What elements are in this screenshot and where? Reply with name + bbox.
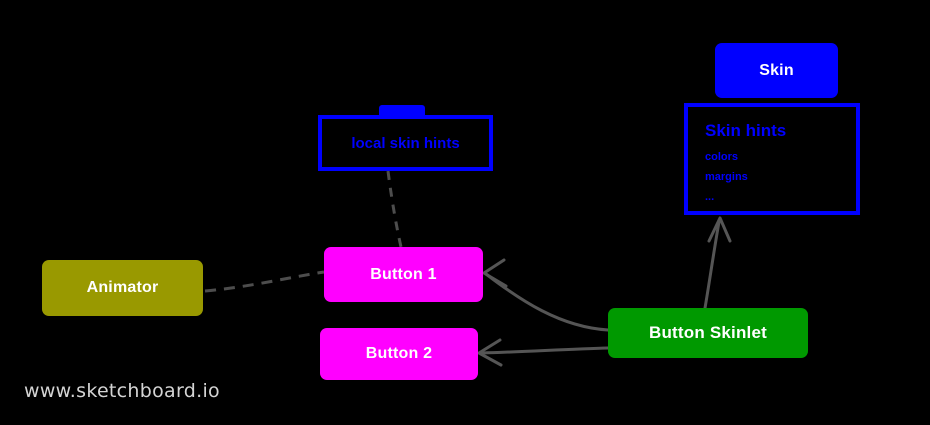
node-skin-hints-title: Skin hints bbox=[705, 121, 787, 140]
node-skin[interactable]: Skin bbox=[715, 43, 838, 98]
node-button-skinlet-label: Button Skinlet bbox=[648, 323, 767, 342]
node-skin-hints[interactable]: Skin hints colors margins ... bbox=[684, 103, 860, 215]
node-button-1[interactable]: Button 1 bbox=[324, 247, 483, 302]
node-local-skin-hints[interactable]: local skin hints bbox=[318, 115, 493, 171]
node-skin-hints-item-margins: margins bbox=[705, 171, 748, 183]
edge-button-skinlet-to-skin-hints-arrowhead bbox=[707, 216, 732, 243]
node-button-2[interactable]: Button 2 bbox=[320, 328, 478, 380]
node-button-1-label: Button 1 bbox=[370, 265, 437, 283]
edge-animator-to-button-1 bbox=[204, 270, 325, 293]
edge-button-skinlet-to-button-1-arrowhead bbox=[482, 258, 508, 288]
node-animator[interactable]: Animator bbox=[42, 260, 203, 316]
edge-local-skin-hints-to-button-1 bbox=[386, 170, 403, 248]
node-button-skinlet[interactable]: Button Skinlet bbox=[608, 308, 808, 358]
edge-button-skinlet-to-button-2 bbox=[480, 346, 610, 355]
local-skin-hints-tab-icon bbox=[379, 105, 425, 118]
node-skin-hints-item-colors: colors bbox=[705, 151, 739, 163]
node-animator-label: Animator bbox=[86, 279, 159, 296]
edge-button-skinlet-to-button-2-arrowhead bbox=[477, 338, 503, 367]
node-button-2-label: Button 2 bbox=[365, 345, 433, 362]
node-skin-label: Skin bbox=[759, 61, 794, 79]
watermark-sketchboard: www.sketchboard.io bbox=[24, 380, 220, 402]
edge-button-skinlet-to-button-1 bbox=[484, 272, 610, 332]
node-local-skin-hints-label: local skin hints bbox=[351, 134, 460, 152]
edge-button-skinlet-to-skin-hints bbox=[703, 220, 721, 310]
node-skin-hints-item-ellipsis: ... bbox=[705, 191, 715, 203]
